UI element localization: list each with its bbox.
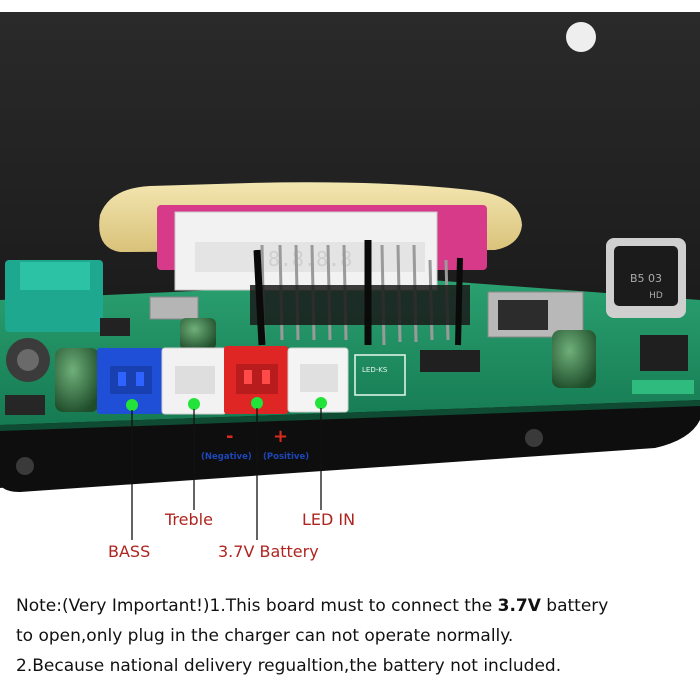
ir-receiver-face [614, 246, 678, 306]
bass-label: BASS [108, 542, 151, 561]
antenna-trace [632, 380, 694, 394]
note-line-2: to open,only plug in the charger can not… [16, 626, 514, 646]
led-in-label: LED IN [302, 510, 356, 529]
leader-lines [131, 408, 322, 540]
note-line-3: 2.Because national delivery regualtion,t… [16, 656, 562, 676]
battery-connector [224, 346, 288, 414]
negative-sign: - [226, 426, 234, 447]
marker-dot [126, 399, 138, 411]
chip [100, 318, 130, 336]
black-wire [455, 257, 463, 346]
note: Note:(Very Important!)1.This board must … [16, 591, 692, 681]
battery-label: 3.7V Battery [218, 542, 319, 561]
ir-receiver-print: B5 03 [630, 272, 662, 285]
usb-port [149, 296, 199, 320]
note-line-1-tail: battery [540, 596, 609, 616]
display-digit-area [195, 242, 425, 272]
treble-connector [161, 347, 227, 415]
ic-chip [420, 350, 480, 372]
inductor-core [17, 349, 39, 371]
plate-screw [525, 429, 543, 447]
led-in-connector [287, 347, 349, 413]
positive-label: (Positive) [263, 452, 310, 462]
bluetooth-chip [640, 335, 688, 371]
positive-sign: + [273, 426, 289, 447]
treble-label: Treble [165, 510, 213, 529]
teal-switch-top [20, 262, 90, 290]
pcb-label-box [354, 354, 406, 396]
sd-card-slot-inner [498, 300, 548, 330]
black-wire [253, 249, 266, 346]
plate-screw [16, 457, 34, 475]
note-line-1-bold: 3.7V [497, 596, 541, 616]
marker-dot [188, 398, 200, 410]
marker-dot [251, 397, 263, 409]
plate-hole [566, 22, 596, 52]
pcb-edge [0, 400, 700, 431]
bass-connector [97, 348, 163, 414]
negative-label: (Negative) [201, 452, 252, 462]
note-line-1-text: Note:(Very Important!)1.This board must … [16, 596, 498, 616]
chip [5, 395, 45, 415]
plate-bottom-edge [0, 405, 700, 492]
note-line-1: Note:(Very Important!)1.This board must … [16, 591, 692, 621]
capacitor [55, 348, 99, 412]
capacitor [180, 318, 216, 350]
pcb-label-led-ks: LED-KS [362, 366, 388, 374]
capacitor [552, 330, 596, 388]
ir-receiver-print: HD [649, 291, 663, 301]
header-block [250, 285, 470, 325]
marker-dot [315, 397, 327, 409]
